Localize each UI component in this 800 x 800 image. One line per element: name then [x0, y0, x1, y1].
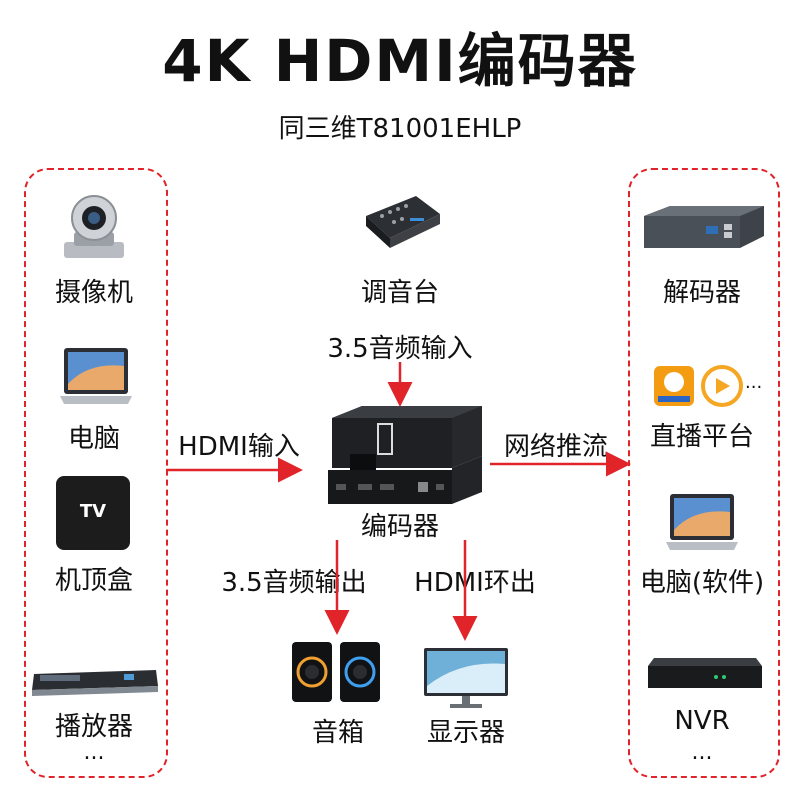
target-label-nvr: NVR [674, 706, 730, 736]
tv-box-icon: TV [56, 476, 130, 550]
source-label-player: 播放器 [54, 712, 133, 742]
ptz-camera-icon [64, 195, 124, 258]
laptop-right-icon [666, 494, 738, 550]
audio-in-label: 3.5音频输入 [327, 334, 473, 364]
audio-mixer-icon [366, 196, 440, 248]
encoder-device-icon [328, 406, 482, 504]
target-label-pc-software: 电脑(软件) [639, 568, 765, 598]
audio-out-label: 3.5音频输出 [221, 568, 367, 598]
target-more: ... [691, 740, 713, 765]
source-more: ... [83, 740, 105, 765]
page-subtitle: 同三维T81001EHLP [278, 114, 522, 144]
page-title: 4K HDMI编码器 [162, 27, 638, 95]
target-label-decoder: 解码器 [662, 278, 741, 308]
source-label-stb: 机顶盒 [54, 566, 133, 596]
speaker-label: 音箱 [311, 718, 364, 748]
douyu-logo-icon [654, 366, 694, 406]
input-sources-group [24, 168, 168, 778]
monitor-icon [424, 648, 508, 708]
stream-label: 网络推流 [503, 432, 608, 462]
dvd-player-icon [32, 670, 158, 696]
target-label-platform: 直播平台 [649, 422, 754, 452]
monitor-label: 显示器 [426, 718, 505, 748]
source-label-pc: 电脑 [67, 424, 120, 454]
platform-more: ... [745, 372, 763, 393]
nvr-icon [648, 658, 762, 688]
huya-logo-icon [701, 365, 743, 407]
encoder-label: 编码器 [360, 512, 439, 542]
tv-box-text: TV [79, 501, 107, 522]
mixer-label: 调音台 [360, 278, 439, 308]
laptop-icon [60, 348, 132, 404]
source-label-camera: 摄像机 [54, 278, 133, 308]
speaker-icon [292, 642, 380, 702]
hdmi-loop-label: HDMI环出 [414, 568, 536, 598]
decoder-icon [644, 206, 764, 248]
hdmi-in-label: HDMI输入 [178, 432, 300, 462]
